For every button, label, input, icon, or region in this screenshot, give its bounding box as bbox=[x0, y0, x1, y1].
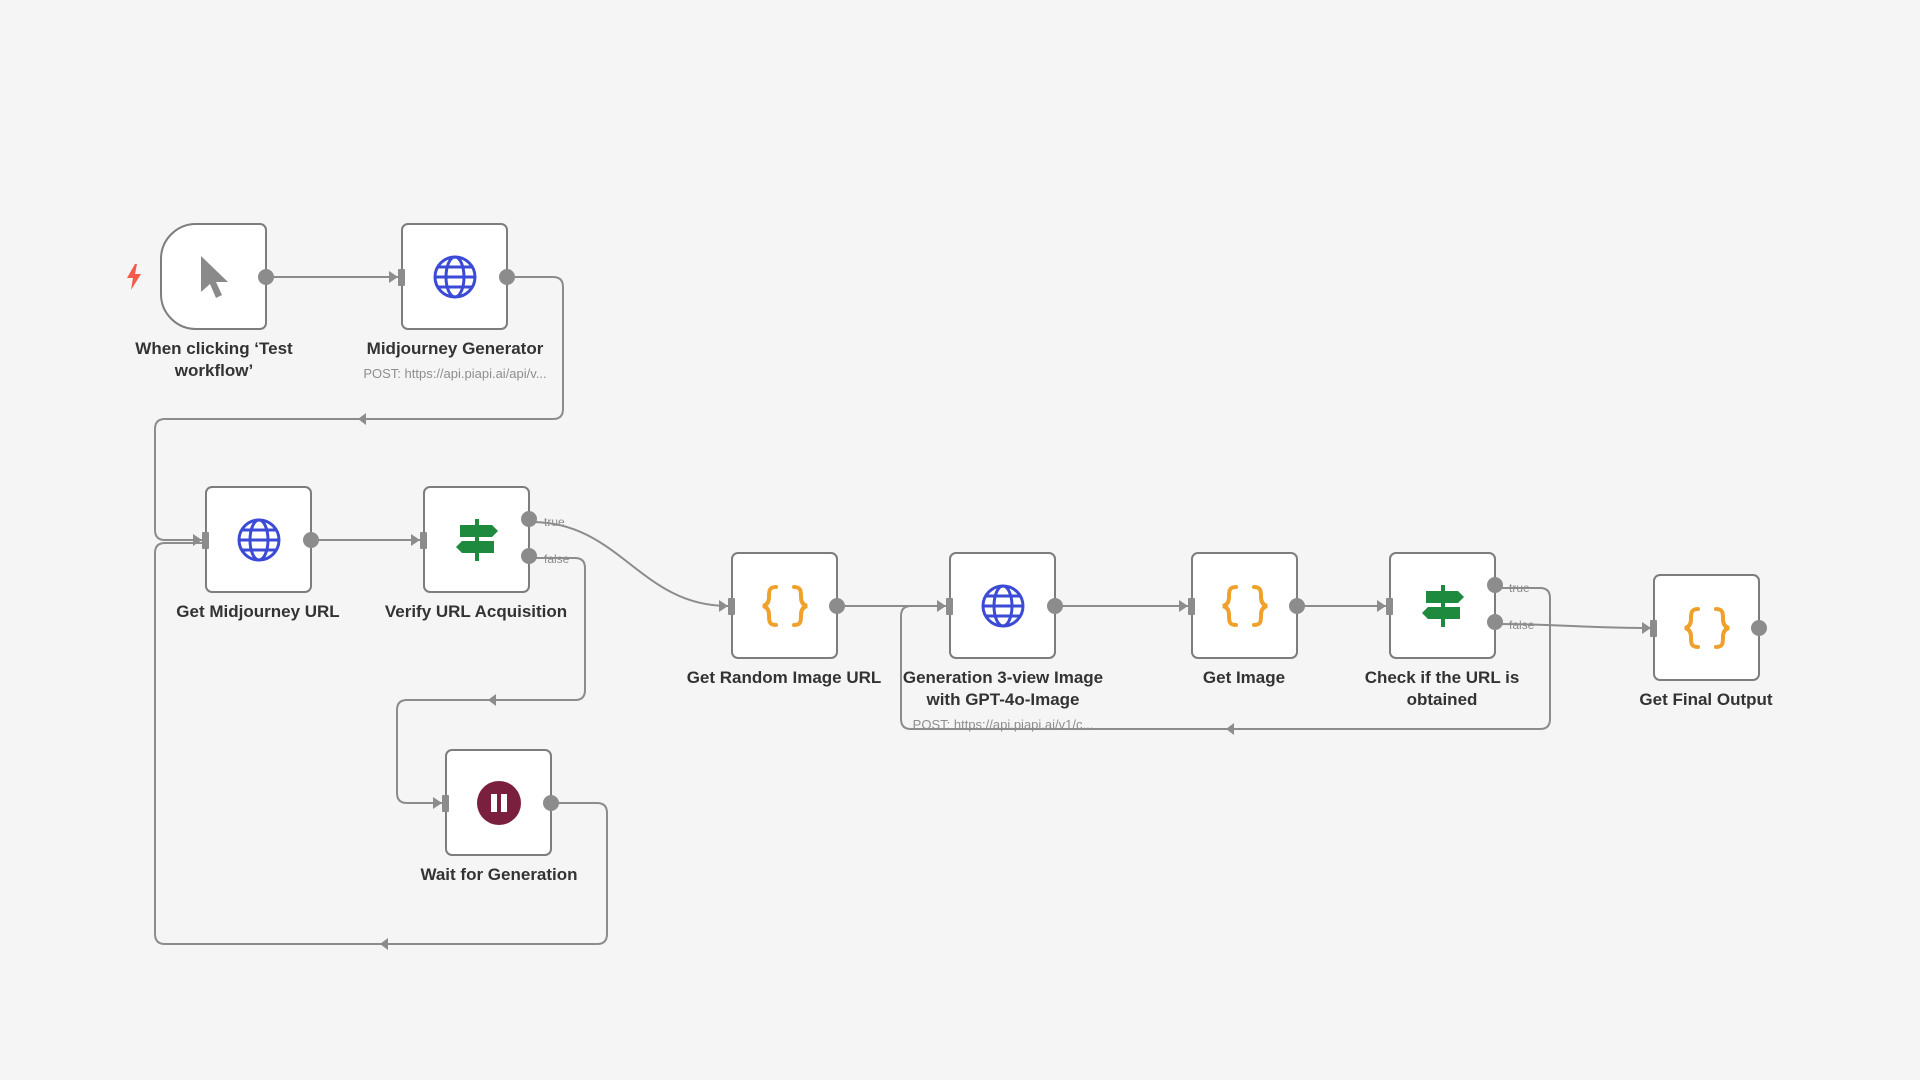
arrow-icon bbox=[1642, 622, 1651, 634]
arrow-icon bbox=[1377, 600, 1386, 612]
branch-label-false: false bbox=[544, 552, 570, 566]
globe-icon bbox=[980, 583, 1026, 629]
arrow-icon bbox=[389, 271, 398, 283]
arrow-icon bbox=[488, 694, 496, 706]
input-handle[interactable] bbox=[728, 597, 735, 615]
get-midjourney-url-node[interactable] bbox=[202, 486, 319, 593]
node-label: Check if the URL is obtained bbox=[1364, 668, 1520, 709]
arrow-icon bbox=[719, 600, 728, 612]
node-label: Get Midjourney URL bbox=[176, 602, 340, 621]
arrow-icon bbox=[193, 534, 202, 546]
signpost-icon bbox=[454, 517, 500, 563]
wait-for-generation-node[interactable] bbox=[442, 749, 559, 856]
node-label: Verify URL Acquisition bbox=[384, 602, 568, 621]
node-label: Midjourney Generator bbox=[366, 339, 544, 358]
pause-icon bbox=[476, 780, 522, 826]
output-handle[interactable] bbox=[499, 268, 515, 285]
false-output-handle[interactable] bbox=[521, 547, 537, 564]
node-label: When clicking ‘Test workflow’ bbox=[135, 339, 293, 380]
input-handle[interactable] bbox=[1650, 619, 1657, 637]
midjourney-generator-node[interactable] bbox=[398, 223, 515, 330]
input-handle[interactable] bbox=[1188, 597, 1195, 615]
code-braces-icon bbox=[1682, 605, 1732, 651]
lightning-bolt-icon bbox=[127, 264, 141, 290]
trigger-node[interactable] bbox=[160, 223, 274, 330]
node-label: Get Final Output bbox=[1639, 690, 1773, 709]
arrow-icon bbox=[1226, 723, 1234, 735]
verify-url-acquisition-node[interactable] bbox=[420, 486, 537, 593]
input-handle[interactable] bbox=[442, 794, 449, 812]
branch-label-true: true bbox=[1509, 581, 1530, 595]
output-handle[interactable] bbox=[1751, 619, 1767, 636]
node-label: Wait for Generation bbox=[420, 865, 578, 884]
code-braces-icon bbox=[1220, 583, 1270, 629]
check-url-obtained-node[interactable] bbox=[1386, 552, 1503, 659]
node-label: Generation 3-view Image with GPT-4o-Imag… bbox=[902, 668, 1104, 709]
input-handle[interactable] bbox=[1386, 597, 1393, 615]
input-handle[interactable] bbox=[202, 531, 209, 549]
input-handle[interactable] bbox=[420, 531, 427, 549]
false-output-handle[interactable] bbox=[1487, 613, 1503, 630]
cursor-icon bbox=[197, 254, 231, 300]
globe-icon bbox=[236, 517, 282, 563]
arrow-icon bbox=[380, 938, 388, 950]
true-output-handle[interactable] bbox=[1487, 576, 1503, 593]
connection-verify-true-to-random-url[interactable] bbox=[531, 521, 729, 607]
node-label: Get Random Image URL bbox=[686, 668, 882, 687]
connection-check-true-to-generation[interactable] bbox=[900, 587, 1551, 730]
get-image-node[interactable] bbox=[1188, 552, 1305, 659]
arrow-icon bbox=[358, 413, 366, 425]
node-label: Get Image bbox=[1202, 668, 1286, 687]
arrow-icon bbox=[1179, 600, 1188, 612]
output-handle[interactable] bbox=[829, 597, 845, 614]
globe-icon bbox=[432, 254, 478, 300]
code-braces-icon bbox=[760, 583, 810, 629]
output-handle[interactable] bbox=[258, 268, 274, 285]
true-output-handle[interactable] bbox=[521, 510, 537, 527]
output-handle[interactable] bbox=[543, 794, 559, 811]
branch-label-false: false bbox=[1509, 618, 1535, 632]
output-handle[interactable] bbox=[1047, 597, 1063, 614]
node-subtitle: POST: https://api.piapi.ai/api/v... bbox=[363, 366, 547, 381]
input-handle[interactable] bbox=[946, 597, 953, 615]
get-final-output-node[interactable] bbox=[1650, 574, 1767, 681]
arrow-icon bbox=[411, 534, 420, 546]
generation-3view-image-node[interactable] bbox=[946, 552, 1063, 659]
connection-check-false-to-final[interactable] bbox=[1496, 623, 1652, 629]
signpost-icon bbox=[1420, 583, 1466, 629]
node-subtitle: POST: https://api.piapi.ai/v1/c... bbox=[912, 717, 1094, 732]
arrow-icon bbox=[433, 797, 442, 809]
output-handle[interactable] bbox=[1289, 597, 1305, 614]
input-handle[interactable] bbox=[398, 268, 405, 286]
output-handle[interactable] bbox=[303, 531, 319, 548]
get-random-image-url-node[interactable] bbox=[728, 552, 845, 659]
branch-label-true: true bbox=[544, 515, 565, 529]
